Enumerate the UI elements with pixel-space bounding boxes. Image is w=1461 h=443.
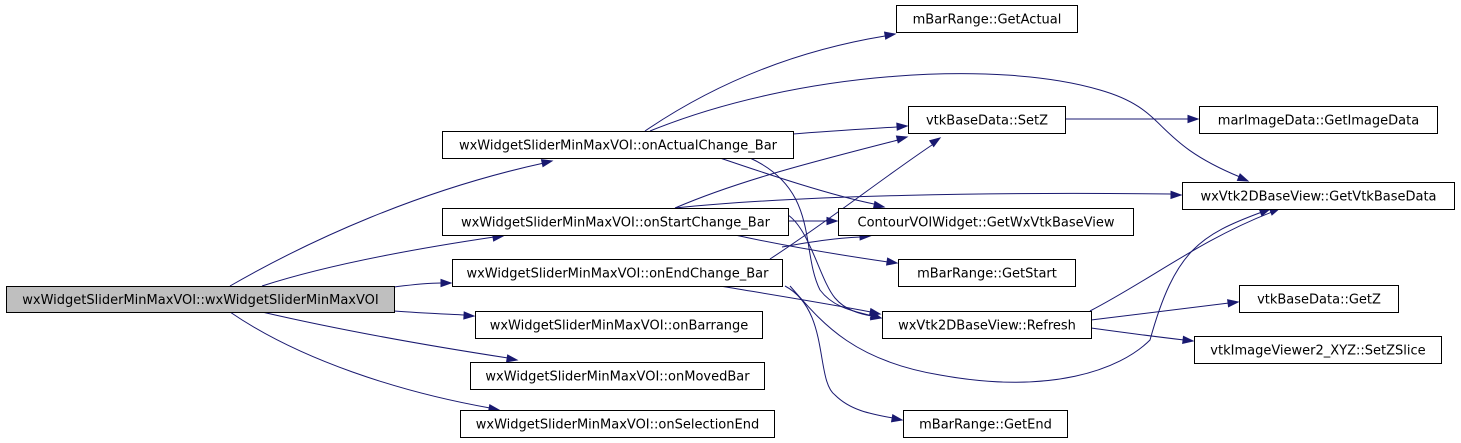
node-box xyxy=(898,259,1076,287)
node-onSelectionEnd[interactable]: wxWidgetSliderMinMaxVOI::onSelectionEnd xyxy=(460,410,775,438)
node-box xyxy=(470,362,765,390)
arrowhead xyxy=(896,122,909,131)
node-box xyxy=(442,208,789,236)
arrowhead xyxy=(872,200,886,210)
edge-onEndChange-to-getVtkBaseData xyxy=(789,211,1263,383)
node-box xyxy=(896,5,1078,33)
arrowhead xyxy=(826,216,839,226)
edge-onActualChange-to-getWxVtkBaseView xyxy=(719,157,875,205)
arrowhead xyxy=(928,137,942,148)
node-label: wxWidgetSliderMinMaxVOI::wxWidgetSliderM… xyxy=(22,293,378,308)
node-label: wxWidgetSliderMinMaxVOI::onBarrange xyxy=(490,319,749,334)
arrowhead xyxy=(463,311,476,320)
node-getWxVtkBaseView[interactable]: ContourVOIWidget::GetWxVtkBaseView xyxy=(838,208,1134,236)
node-getVtkBaseData[interactable]: wxVtk2DBaseView::GetVtkBaseData xyxy=(1182,182,1455,210)
edge-root-to-onStartChange xyxy=(261,236,495,287)
node-box xyxy=(475,311,763,339)
edge-onEndChange-to-getEnd xyxy=(784,285,894,419)
edge-onStartChange-to-setZ xyxy=(674,139,899,209)
arrowhead xyxy=(886,257,899,266)
node-box xyxy=(460,410,775,438)
arrowhead xyxy=(440,278,453,288)
edge-root-to-onActualChange xyxy=(229,162,545,287)
node-label: marImageData::GetImageData xyxy=(1218,114,1419,129)
arrowhead xyxy=(895,135,909,144)
node-root[interactable]: wxWidgetSliderMinMaxVOI::wxWidgetSliderM… xyxy=(6,286,395,313)
node-box xyxy=(6,286,395,313)
edge-onEndChange-to-getWxVtkBaseView xyxy=(781,236,861,248)
node-label: ContourVOIWidget::GetWxVtkBaseView xyxy=(858,216,1115,231)
arrowhead xyxy=(540,159,554,168)
node-box xyxy=(838,208,1134,236)
node-label: wxVtk2DBaseView::Refresh xyxy=(898,319,1076,334)
node-box xyxy=(908,106,1066,134)
edge-onEndChange-to-refresh xyxy=(719,285,872,313)
arrowhead xyxy=(890,414,904,423)
node-layer: wxWidgetSliderMinMaxVOI::wxWidgetSliderM… xyxy=(6,5,1455,438)
node-label: wxWidgetSliderMinMaxVOI::onSelectionEnd xyxy=(476,418,759,433)
edge-root-to-onMovedBar xyxy=(261,311,509,359)
node-onBarrange[interactable]: wxWidgetSliderMinMaxVOI::onBarrange xyxy=(475,311,763,339)
edge-onStartChange-to-getVtkBaseData xyxy=(674,192,1172,209)
node-box xyxy=(1199,106,1438,134)
edge-root-to-onEndChange xyxy=(393,282,442,288)
node-getActual[interactable]: mBarRange::GetActual xyxy=(896,5,1078,33)
node-box xyxy=(1239,285,1399,313)
edge-refresh-to-getVtkBaseData xyxy=(1089,211,1273,312)
node-box xyxy=(1182,182,1455,210)
node-refresh[interactable]: wxVtk2DBaseView::Refresh xyxy=(882,311,1092,339)
node-label: vtkBaseData::GetZ xyxy=(1257,293,1381,308)
edge-onEndChange-to-setZ xyxy=(769,144,933,260)
arrowhead xyxy=(1170,190,1183,200)
node-setZ[interactable]: vtkBaseData::SetZ xyxy=(908,106,1066,134)
node-label: mBarRange::GetEnd xyxy=(919,418,1052,433)
node-onActualChange[interactable]: wxWidgetSliderMinMaxVOI::onActualChange_… xyxy=(442,131,794,159)
edge-root-to-onSelectionEnd xyxy=(229,311,491,409)
node-label: mBarRange::GetActual xyxy=(913,13,1062,28)
arrowhead xyxy=(883,31,897,40)
edge-onActualChange-to-getVtkBaseData xyxy=(649,73,1241,178)
node-label: vtkBaseData::SetZ xyxy=(926,114,1048,129)
node-onMovedBar[interactable]: wxWidgetSliderMinMaxVOI::onMovedBar xyxy=(470,362,765,390)
arrowhead xyxy=(1182,335,1195,344)
edge-refresh-to-getZ xyxy=(1090,302,1230,321)
node-getStart[interactable]: mBarRange::GetStart xyxy=(898,259,1076,287)
node-label: wxWidgetSliderMinMaxVOI::onEndChange_Bar xyxy=(466,267,769,282)
arrowhead xyxy=(1187,114,1200,124)
node-onEndChange[interactable]: wxWidgetSliderMinMaxVOI::onEndChange_Bar xyxy=(452,259,783,287)
node-label: wxWidgetSliderMinMaxVOI::onActualChange_… xyxy=(459,139,778,154)
node-box xyxy=(452,259,783,287)
node-label: wxVtk2DBaseView::GetVtkBaseData xyxy=(1200,190,1436,205)
arrowhead xyxy=(868,307,882,317)
node-getEnd[interactable]: mBarRange::GetEnd xyxy=(903,410,1068,438)
node-getImageData[interactable]: marImageData::GetImageData xyxy=(1199,106,1438,134)
node-box xyxy=(1194,336,1442,364)
edge-onStartChange-to-getStart xyxy=(734,234,889,263)
node-box xyxy=(442,131,794,159)
node-getZ[interactable]: vtkBaseData::GetZ xyxy=(1239,285,1399,313)
node-label: wxWidgetSliderMinMaxVOI::onStartChange_B… xyxy=(461,216,771,231)
arrowhead xyxy=(505,354,519,363)
edge-onActualChange-to-getActual xyxy=(644,35,886,132)
edge-onStartChange-to-refresh xyxy=(787,214,873,317)
edge-root-to-onBarrange xyxy=(393,310,465,316)
node-onStartChange[interactable]: wxWidgetSliderMinMaxVOI::onStartChange_B… xyxy=(442,208,789,236)
node-label: wxWidgetSliderMinMaxVOI::onMovedBar xyxy=(485,370,750,385)
edge-layer xyxy=(229,31,1282,423)
node-setZSlice[interactable]: vtkImageViewer2_XYZ::SetZSlice xyxy=(1194,336,1442,364)
arrowhead xyxy=(1236,173,1250,182)
arrowhead xyxy=(1227,299,1240,308)
edge-refresh-to-setZSlice xyxy=(1090,327,1185,341)
node-label: mBarRange::GetStart xyxy=(917,267,1057,282)
node-box xyxy=(882,311,1092,339)
node-label: vtkImageViewer2_XYZ::SetZSlice xyxy=(1210,344,1425,359)
node-box xyxy=(903,410,1068,438)
edge-onActualChange-to-setZ xyxy=(792,126,898,135)
